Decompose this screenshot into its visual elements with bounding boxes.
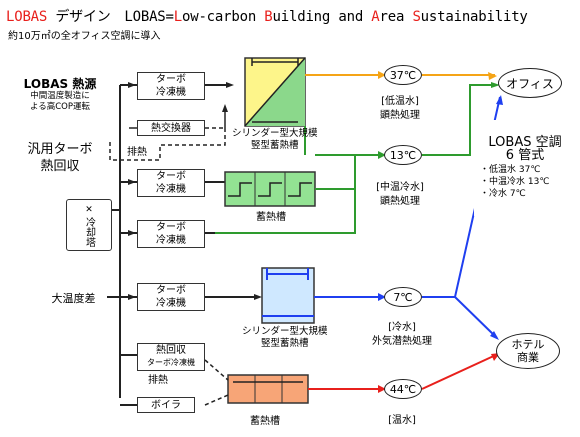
subtitle: 約10万㎡の全オフィス空調に導入 (8, 31, 161, 42)
boiler: ボイラ (137, 397, 195, 413)
low-warm-water-label: [低温水]顕熱処理 (368, 93, 432, 125)
page-title: LOBAS デザイン LOBAS=Low-carbon Building and… (6, 9, 528, 25)
lobas-heat-title: LOBAS 熱源 (23, 76, 97, 91)
turbo-recovery-box: 汎用ターボ 熱回収 (12, 137, 108, 179)
tank2-label: 蓄熱槽 (256, 212, 286, 223)
heat-recovery-turbo-chiller: 熱回収 ターボ冷凍機 (137, 343, 205, 371)
cold-water-label: [冷水]外気潜熱処理 (366, 318, 438, 352)
exhaust-heat-label-2: 排熱 (148, 375, 168, 386)
fan-icon: ✕ (85, 204, 93, 215)
lobas-heat-source-box: LOBAS 熱源 中間温度製造による高COP運転 (12, 66, 108, 124)
tank4-label: 蓄熱槽 (250, 416, 280, 427)
turbo-chiller-2: ターボ 冷凍機 (137, 169, 205, 197)
mid-cold-water-label: [中温冷水]顕熱処理 (368, 178, 432, 212)
temp-13c: 13℃ (384, 145, 422, 165)
temp-44c: 44℃ (384, 379, 422, 399)
temp-37c: 37℃ (384, 65, 422, 85)
big-temp-diff-box: 大温度差 (40, 287, 107, 309)
cooling-tower: ✕ 冷却塔 (66, 199, 112, 251)
tank1-label: シリンダー型大規模竪型蓄熱槽 (232, 128, 318, 151)
turbo-chiller-4: ターボ 冷凍機 (137, 283, 205, 311)
office-node: オフィス (498, 68, 562, 98)
turbo-chiller-1: ターボ 冷凍機 (137, 72, 205, 100)
hotel-commercial-node: ホテル商業 (496, 333, 560, 369)
hot-water-label: [温水] (375, 410, 429, 430)
turbo-chiller-3: ターボ 冷凍機 (137, 220, 205, 248)
tank3-label: シリンダー型大規模竪型蓄熱槽 (242, 326, 328, 349)
lobas-heat-desc: 中間温度製造による高COP運転 (30, 90, 90, 112)
lobas-ac-box: LOBAS 空調 6 管式 ・低温水 37℃ ・中温冷水 13℃ ・冷水 7℃ (474, 120, 570, 216)
temp-7c: 7℃ (384, 287, 422, 307)
exhaust-heat-label: 排熱 (127, 147, 147, 158)
heat-exchanger: 熱交換器 (137, 120, 205, 136)
